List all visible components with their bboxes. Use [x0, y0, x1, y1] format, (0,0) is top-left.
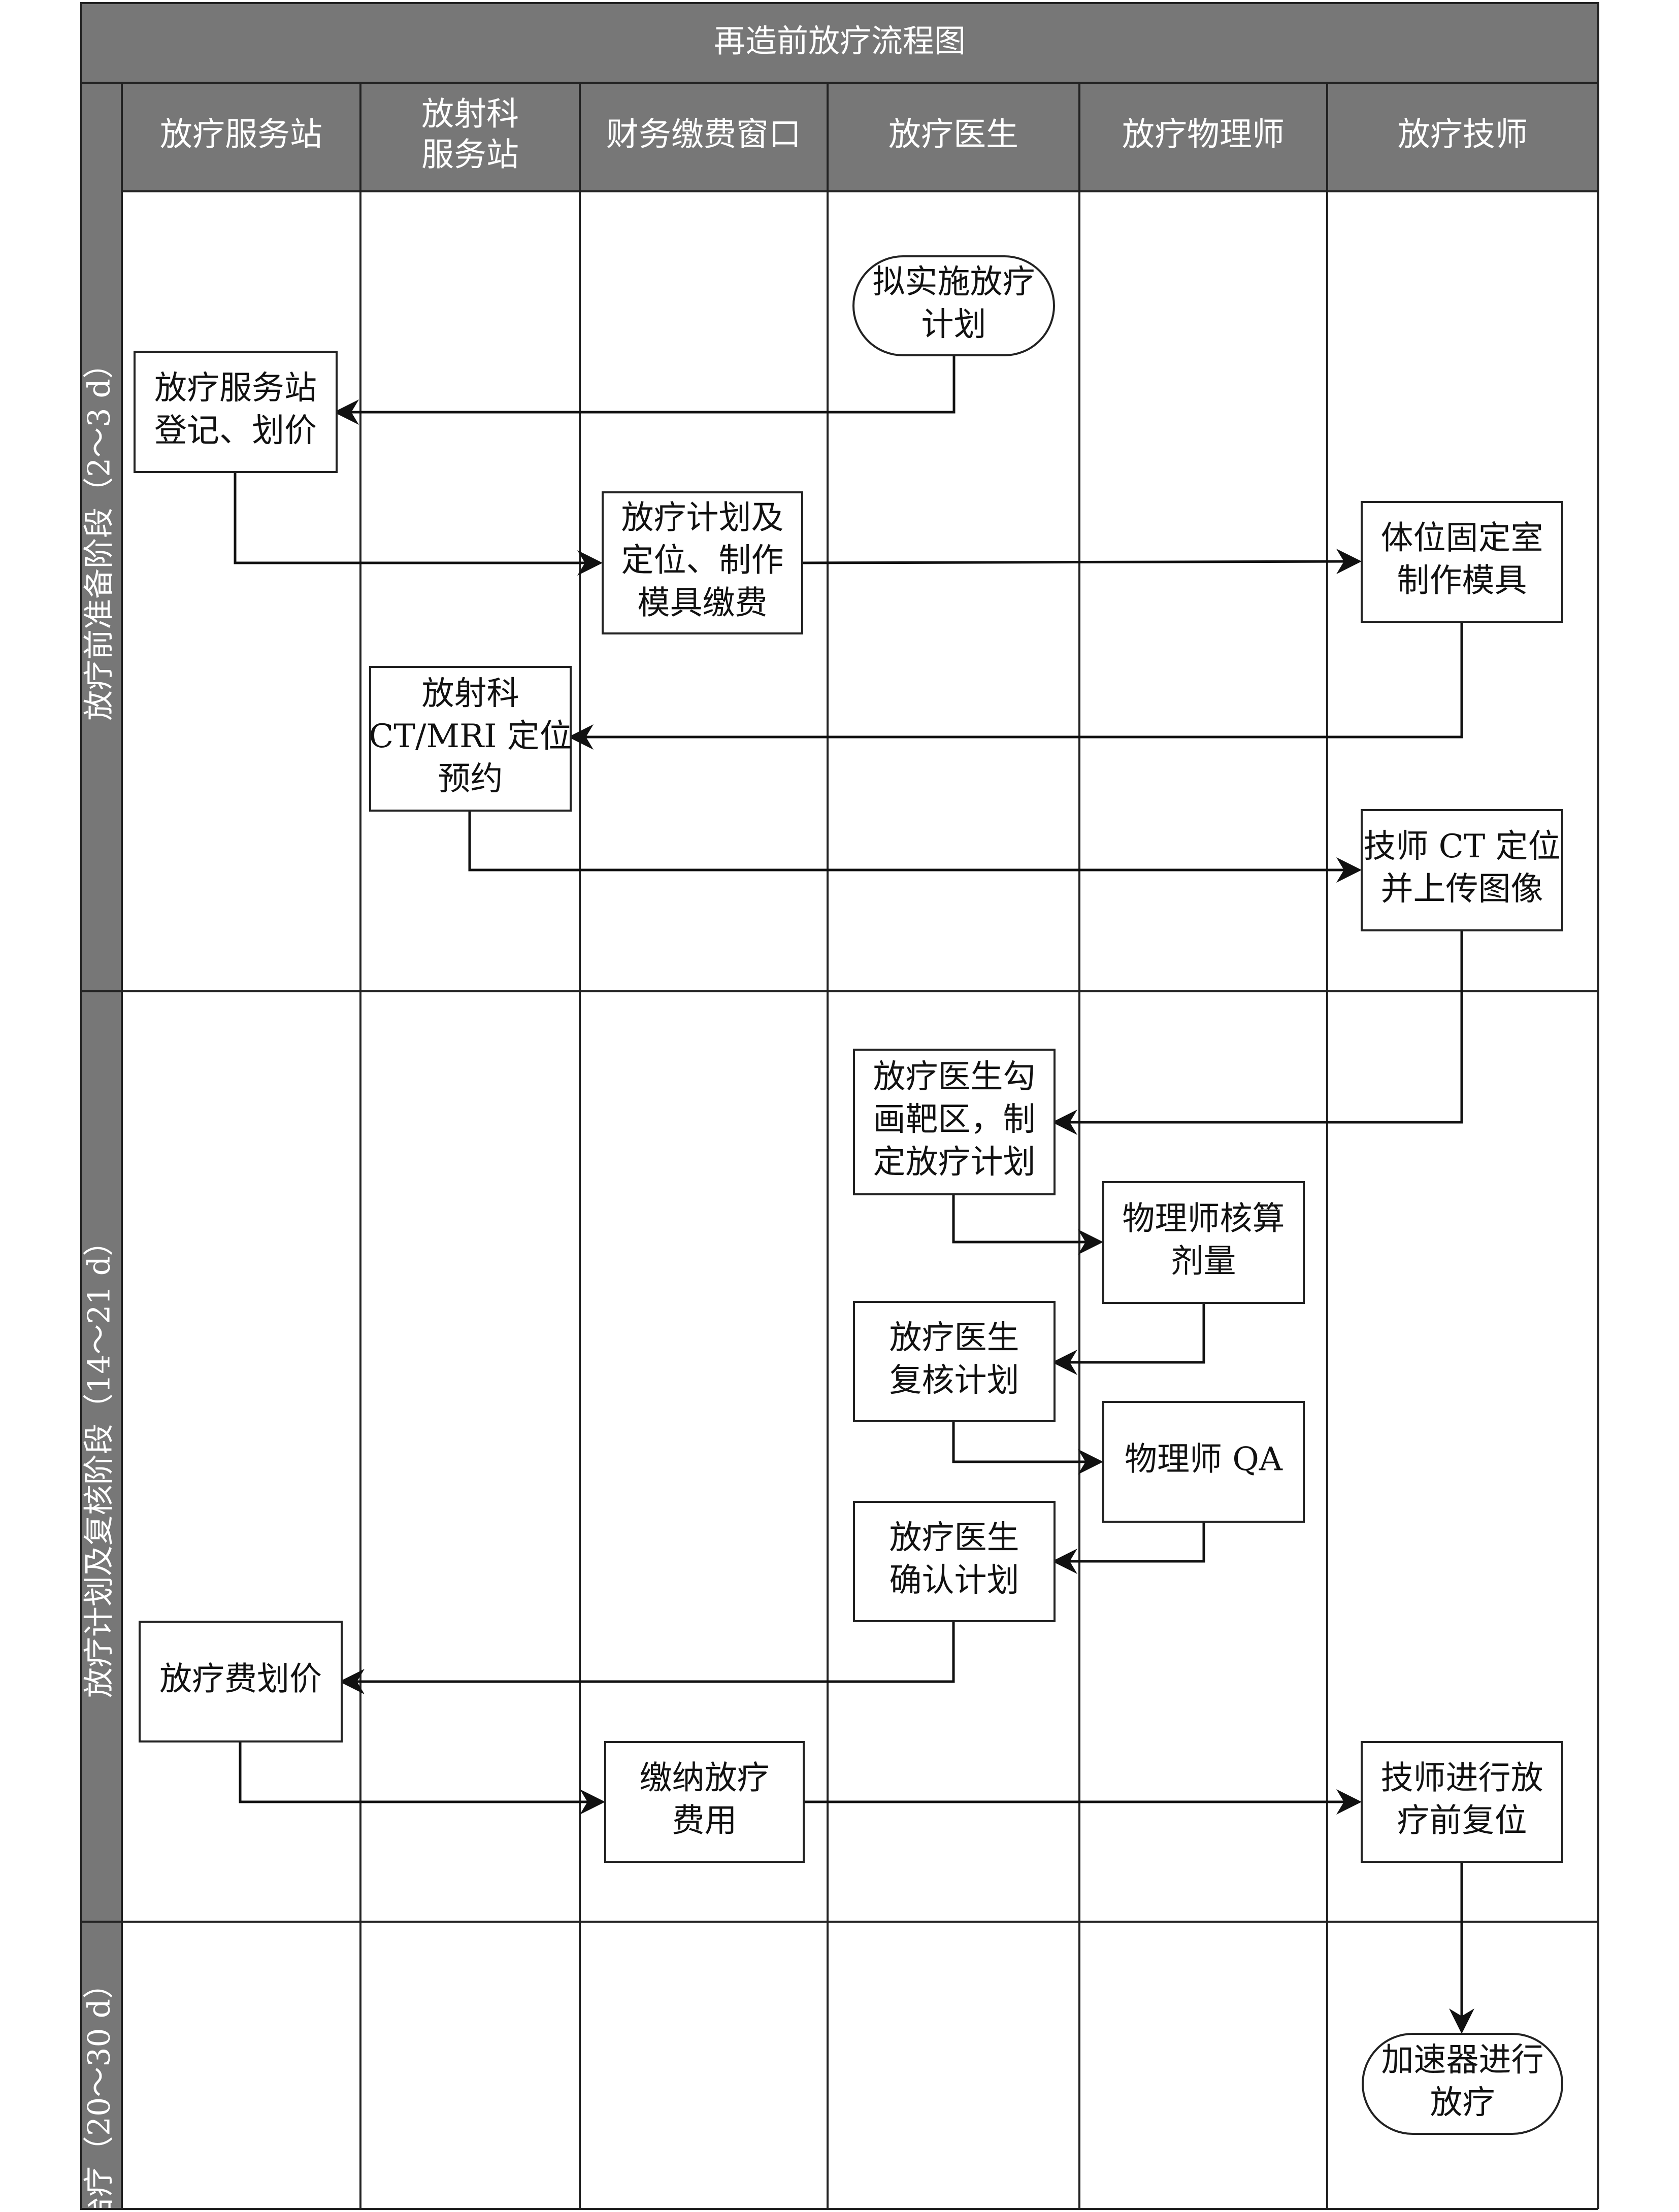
node-label: 画靶区，制	[873, 1101, 1036, 1138]
connectors	[234, 355, 1474, 2034]
process-shape	[1361, 501, 1563, 623]
node-label: 放疗医生勾	[873, 1058, 1036, 1096]
edge-n7-n8	[952, 1194, 1103, 1255]
node-label: 物理师 QA	[1125, 1441, 1283, 1479]
edge-n1-n2	[334, 355, 956, 425]
node-label: 定放疗计划	[873, 1144, 1036, 1181]
node-label: 预约	[438, 760, 503, 798]
terminal-shape	[852, 255, 1055, 356]
edge-n2-n3	[234, 472, 603, 576]
node-label: 定位、制作	[621, 542, 784, 580]
process-shape	[139, 1621, 343, 1742]
edge-n10-n11	[1052, 1522, 1205, 1574]
process-shape	[604, 1741, 805, 1863]
title-band	[80, 2, 1599, 84]
node-label: 放疗	[1430, 2084, 1495, 2122]
diagram-title: 再造前放疗流程图	[714, 22, 966, 59]
lane-header-lane2: 服务站	[421, 137, 519, 174]
phase-label-prep: 放疗前准备阶段（2～3 d）	[82, 348, 117, 721]
lane-header-lane2: 放射科	[421, 96, 519, 133]
phase-label-treatment: 治疗（20～30 d）	[82, 1968, 117, 2212]
lane-header-lane4: 放疗医生	[888, 116, 1018, 154]
phase-dividers	[81, 990, 1598, 2210]
node-label: 剂量	[1171, 1243, 1236, 1281]
node-label: 放疗费划价	[159, 1661, 322, 1698]
lane-header-lane1: 放疗服务站	[160, 116, 322, 154]
node-label: CT/MRI 定位	[369, 718, 572, 755]
process-shape	[602, 491, 803, 634]
node-label: 费用	[672, 1802, 737, 1840]
lane-header-lane6: 放疗技师	[1398, 116, 1528, 154]
edge-n12-n13	[239, 1741, 605, 1815]
phase-column	[80, 82, 123, 2210]
lane-header-lane5: 放疗物理师	[1122, 116, 1285, 154]
node-label: 疗前复位	[1397, 1802, 1527, 1840]
node-label: 放疗医生	[890, 1319, 1019, 1357]
edge-n5-n6	[468, 811, 1362, 883]
node-label: 物理师核算	[1123, 1200, 1285, 1238]
process-shape	[853, 1501, 1056, 1622]
node-label: 计划	[921, 306, 986, 344]
node-label: 放疗服务站	[154, 370, 317, 407]
process-shape	[134, 351, 338, 473]
lane-dividers	[80, 3, 1599, 2209]
edge-n6-n7	[1052, 930, 1463, 1135]
lane-header-lane3: 财务缴费窗口	[606, 116, 801, 154]
terminal-shape	[1362, 2033, 1563, 2135]
phase-label-planning: 放疗计划及复核阶段（14～21 d）	[82, 1226, 117, 1698]
node-label: 加速器进行	[1381, 2041, 1544, 2079]
process-shape	[1361, 1741, 1563, 1863]
node-label: 复核计划	[890, 1362, 1019, 1399]
edge-n11-n12	[339, 1621, 955, 1694]
node-label: 模具缴费	[638, 585, 768, 622]
node-label: 技师进行放	[1381, 1760, 1543, 1797]
lane-header-band	[121, 82, 1599, 192]
node-label: 并上传图像	[1381, 870, 1543, 908]
process-shape	[369, 666, 572, 812]
process-shape	[853, 1301, 1056, 1422]
node-label: 登记、划价	[154, 412, 317, 450]
process-shape	[1102, 1181, 1305, 1304]
edge-n9-n10	[952, 1421, 1103, 1474]
node-label: 放射科	[422, 675, 519, 713]
node-label: 拟实施放疗	[873, 263, 1035, 301]
node-label: 技师 CT 定位	[1363, 828, 1560, 865]
edge-n8-n9	[1052, 1303, 1205, 1375]
node-label: 放疗计划及	[621, 499, 784, 537]
node-label: 缴纳放疗	[640, 1760, 770, 1797]
process-shape	[1102, 1401, 1305, 1523]
node-n10: 物理师 QA	[1102, 1401, 1305, 1523]
node-label: 确认计划	[890, 1562, 1019, 1599]
node-n12: 放疗费划价	[139, 1621, 343, 1742]
node-label: 制作模具	[1397, 562, 1527, 600]
edge-n3-n4	[802, 549, 1362, 575]
edge-n4-n5	[568, 622, 1463, 750]
process-shape	[1361, 809, 1563, 931]
node-label: 放疗医生	[890, 1519, 1019, 1557]
node-label: 体位固定室	[1381, 520, 1543, 557]
process-shape	[853, 1049, 1056, 1195]
